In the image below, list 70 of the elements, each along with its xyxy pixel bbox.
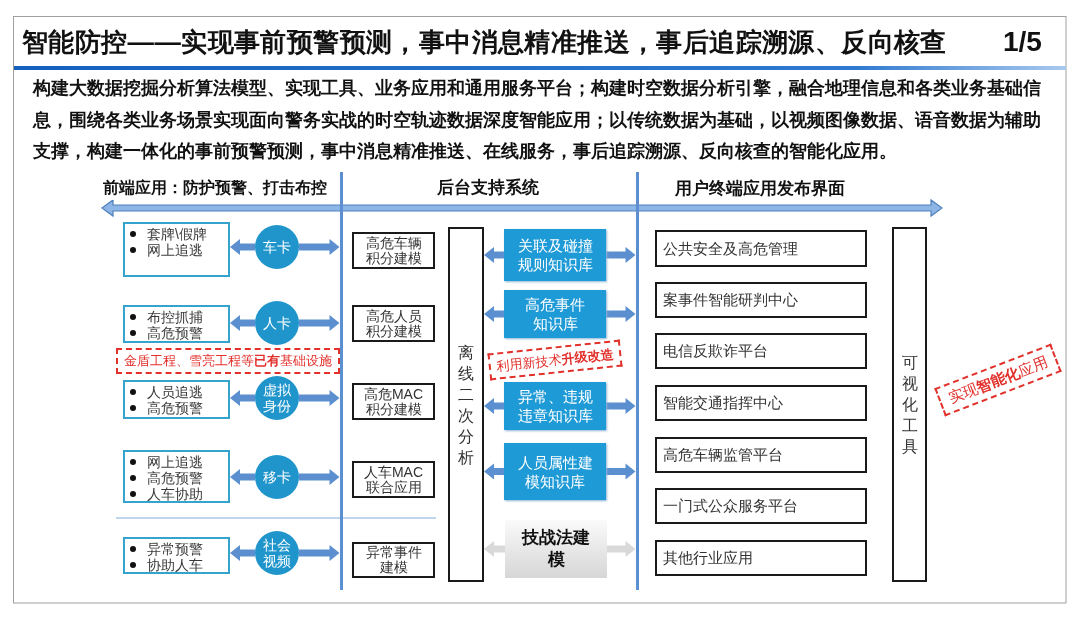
vertical-text-box: 离线二次分析 bbox=[448, 227, 484, 582]
knowledge-base-box: 人员属性建模知识库 bbox=[504, 443, 606, 500]
application-box: 高危车辆监管平台 bbox=[655, 437, 867, 473]
stamp: 利用新技术升级改造 bbox=[487, 339, 623, 381]
list-item: 高危预警 bbox=[147, 470, 203, 486]
column-heading: 用户终端应用发布界面 bbox=[675, 176, 845, 200]
vertical-text-box: 可视化工具 bbox=[892, 227, 927, 582]
intro-paragraph: 构建大数据挖掘分析算法模型、实现工具、业务应用和通用服务平台；构建时空数据分析引擎，融合地理信息和各类业务基础信息，围绕各类业务场景实现面向警务实战的时空轨迹数据深度智能应用；以传统数据为基础，以视频图像数据、语音数据为辅助支撑，构建一体化的事前预警预测，事中消息精准推送、在线服务，事后追踪溯源、反向核查的智能化应用。 bbox=[33, 77, 1042, 163]
bullet-list-box bbox=[123, 450, 230, 503]
application-box: 其他行业应用 bbox=[655, 540, 867, 576]
arrow bbox=[299, 315, 340, 331]
application-box: 一门式公众服务平台 bbox=[655, 488, 867, 524]
bullet-list-box bbox=[123, 537, 230, 574]
list-item: 异常预警 bbox=[147, 541, 203, 557]
arrow bbox=[484, 463, 504, 480]
model-box: 高危MAC积分建模 bbox=[352, 383, 435, 420]
list-item: 高危预警 bbox=[147, 400, 203, 416]
bullet-list-box bbox=[123, 380, 230, 419]
list-item: 人车协助 bbox=[147, 486, 203, 502]
application-box: 公共安全及高危管理 bbox=[655, 230, 867, 267]
arrow bbox=[299, 239, 340, 255]
list-item: 网上追逃 bbox=[147, 454, 203, 470]
application-box: 案事件智能研判中心 bbox=[655, 282, 867, 318]
list-item: 协助人车 bbox=[147, 557, 203, 573]
tactics-box: 技战法建模 bbox=[505, 520, 607, 578]
category-circle: 社会视频 bbox=[255, 531, 299, 575]
page-number: 1/5 bbox=[1003, 27, 1042, 57]
arrow bbox=[230, 545, 255, 561]
stamp: 金盾工程、雪亮工程等已有基础设施 bbox=[116, 347, 340, 374]
list-item: 高危预警 bbox=[147, 325, 203, 341]
arrow bbox=[606, 398, 636, 414]
knowledge-base-box: 异常、违规违章知识库 bbox=[504, 382, 606, 430]
arrow bbox=[484, 541, 505, 557]
list-item: 布控抓捕 bbox=[147, 309, 203, 325]
knowledge-base-box: 高危事件知识库 bbox=[504, 290, 606, 338]
divider-bar bbox=[635, 172, 639, 590]
arrow bbox=[606, 247, 636, 263]
arrow bbox=[230, 469, 255, 485]
application-box: 智能交通指挥中心 bbox=[655, 385, 867, 421]
arrow bbox=[230, 390, 255, 406]
list-item: 网上追逃 bbox=[147, 242, 203, 258]
category-circle: 虚拟身份 bbox=[255, 376, 299, 420]
category-circle: 移卡 bbox=[255, 455, 299, 499]
model-box: 人车MAC联合应用 bbox=[352, 461, 435, 498]
arrow bbox=[607, 541, 636, 557]
title: 智能防控——实现事前预警预测，事中消息精准推送，事后追踪溯源、反向核查 bbox=[22, 27, 947, 57]
divider-bar bbox=[339, 172, 343, 590]
arrow bbox=[606, 306, 636, 322]
knowledge-base-box: 关联及碰撞规则知识库 bbox=[504, 229, 606, 281]
arrow bbox=[484, 398, 504, 414]
list-item: 人员追逃 bbox=[147, 384, 203, 400]
arrow bbox=[299, 545, 340, 561]
column-heading: 前端应用：防护预警、打击布控 bbox=[103, 176, 327, 200]
category-circle: 车卡 bbox=[255, 225, 299, 269]
category-circle: 人卡 bbox=[255, 301, 299, 345]
arrow bbox=[230, 315, 255, 331]
arrow bbox=[299, 390, 340, 406]
arrow bbox=[299, 469, 340, 485]
stamp: 实现智能化应用 bbox=[934, 343, 1062, 417]
bullet-list-box bbox=[123, 222, 230, 277]
list-item: 套牌\假牌 bbox=[147, 226, 207, 242]
arrow bbox=[230, 239, 255, 255]
arrow bbox=[484, 247, 504, 263]
arrow bbox=[484, 306, 504, 322]
application-box: 电信反欺诈平台 bbox=[655, 333, 867, 369]
bullet-list-box bbox=[123, 305, 230, 343]
model-box: 高危车辆积分建模 bbox=[352, 232, 435, 269]
arrow bbox=[606, 463, 636, 480]
model-box: 异常事件建模 bbox=[352, 542, 435, 578]
model-box: 高危人员积分建模 bbox=[352, 305, 435, 342]
